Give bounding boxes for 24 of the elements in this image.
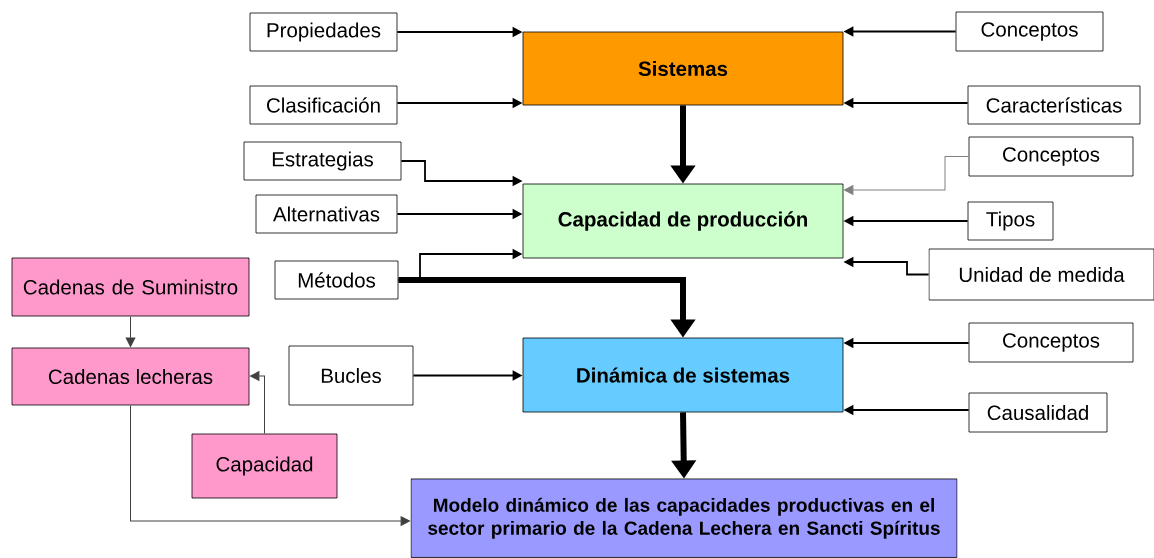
process-box: Capacidad <box>191 433 338 499</box>
label-box: Tipos <box>967 201 1054 241</box>
label-box: Estrategias <box>243 141 402 181</box>
label-box: Métodos <box>274 260 399 300</box>
label-box: Conceptos <box>968 136 1134 177</box>
label-box: Conceptos <box>968 322 1134 363</box>
heading-box: Sistemas <box>522 31 844 106</box>
arrow <box>130 404 410 526</box>
label-box: Propiedades <box>249 12 398 52</box>
arrow <box>844 156 970 195</box>
heading-box: Capacidad de producción <box>522 183 844 259</box>
process-box: Cadenas de Suministro <box>11 257 250 317</box>
process-box: Cadenas lecheras <box>11 347 250 406</box>
arrow <box>250 371 265 435</box>
label-box: Causalidad <box>968 392 1108 433</box>
arrow <box>125 315 136 347</box>
label-box: Alternativas <box>255 194 398 234</box>
label-box: Conceptos <box>955 11 1104 52</box>
label-box: Bucles <box>288 345 414 406</box>
label-box: Clasificación <box>249 85 398 125</box>
heading-box: Dinámica de sistemas <box>522 337 844 413</box>
label-box: Unidad de medida <box>928 248 1154 301</box>
label-box: Características <box>967 85 1141 125</box>
result-box: Modelo dinámico de las capacidades productivas en el sector primario de la Cadena Lechera en Sancti Spíritus <box>410 478 958 558</box>
